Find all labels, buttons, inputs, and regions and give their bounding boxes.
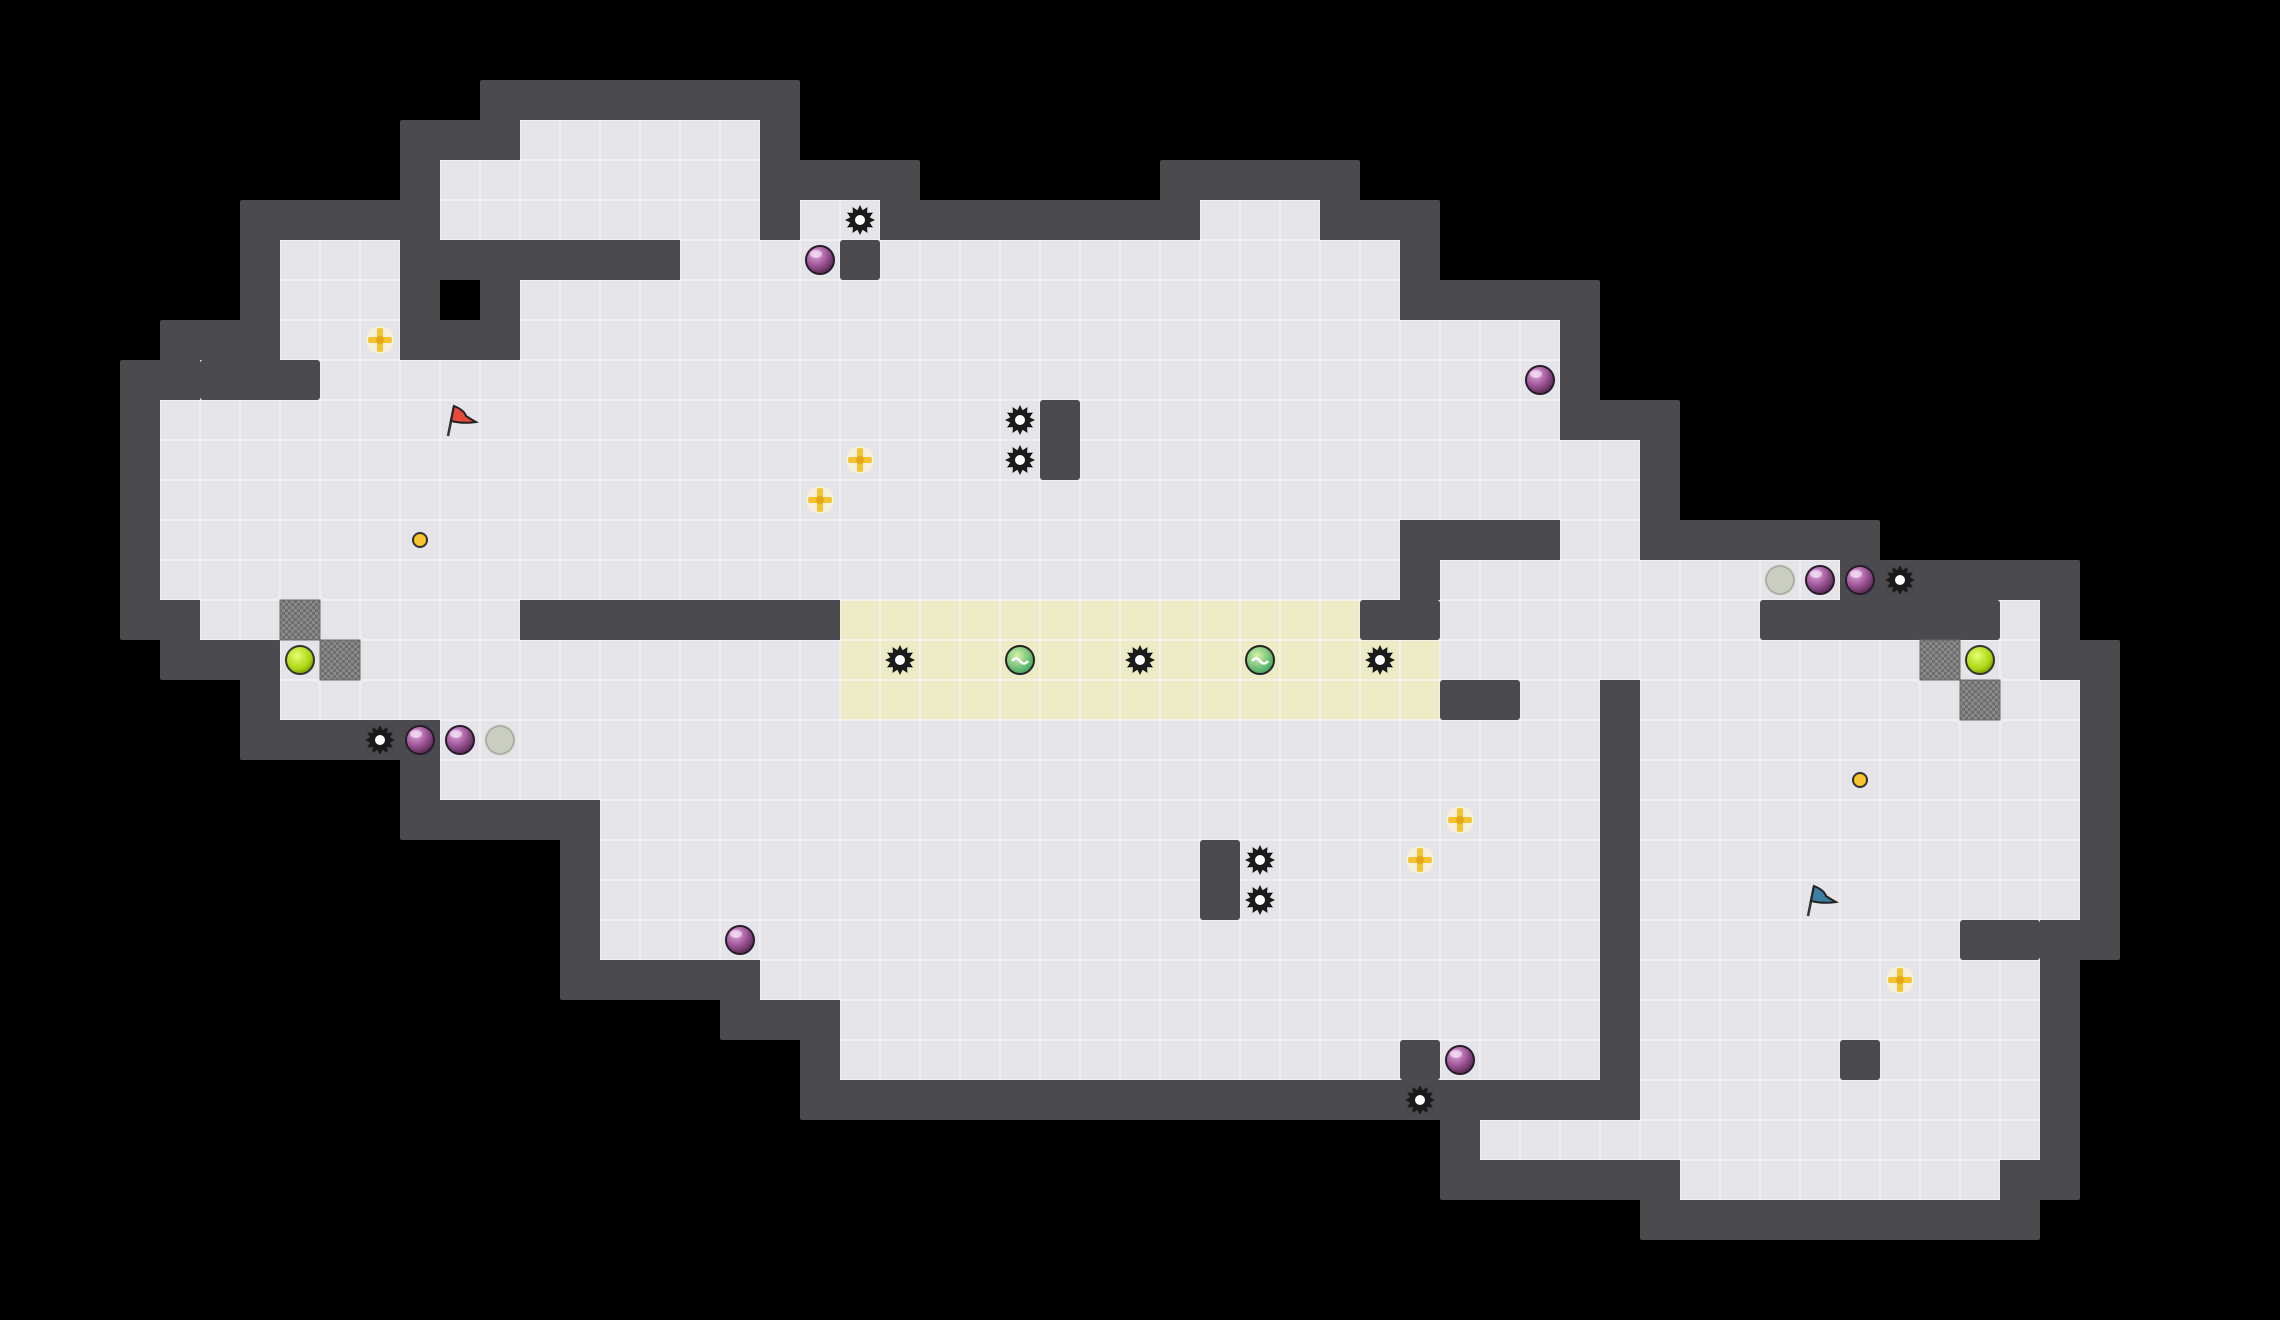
boost-icon [366, 326, 394, 354]
floor-tile-area [1480, 1120, 1760, 1160]
spike-icon [885, 645, 915, 675]
gate-tile [319, 639, 361, 681]
powerup-icon [405, 725, 435, 755]
inactive-portal-icon [485, 725, 515, 755]
boost-icon [846, 446, 874, 474]
floor-tile-area [1880, 1080, 2000, 1120]
powerup-icon [445, 725, 475, 755]
spike-icon [1245, 845, 1275, 875]
floor-tile-area [1200, 200, 1320, 240]
red-flag-icon [446, 404, 480, 437]
wall-block [1040, 400, 1080, 480]
wall-block [1360, 600, 1440, 640]
items-layer [279, 205, 2001, 1115]
boost-icon [1406, 846, 1434, 874]
powerup-icon [1845, 565, 1875, 595]
bomb-icon [1852, 772, 1868, 788]
portal-icon [1965, 645, 1995, 675]
floor-tile-area [1880, 880, 2080, 920]
spike-icon [845, 205, 875, 235]
boost-icon [806, 486, 834, 514]
wall-block [1960, 920, 2040, 960]
wall-block [760, 600, 840, 640]
floor-tile-area [920, 1040, 1360, 1080]
powerup-icon [1445, 1045, 1475, 1075]
portal-icon [285, 645, 315, 675]
spike-icon [1005, 405, 1035, 435]
spike-icon [1245, 885, 1275, 915]
wall-block [1760, 600, 2000, 640]
spike-icon [1365, 645, 1395, 675]
wall-block [200, 360, 320, 400]
team-boost-icon [1245, 645, 1275, 675]
spike-icon [365, 725, 395, 755]
wall-blocks-layer [200, 240, 2040, 1080]
wall-block [400, 240, 440, 280]
inactive-portal-icon [1765, 565, 1795, 595]
powerup-icon [805, 245, 835, 275]
boost-icon [1446, 806, 1474, 834]
bomb-icon [412, 532, 428, 548]
powerup-icon [1805, 565, 1835, 595]
blue-flag-icon [1806, 884, 1840, 917]
wall-block [1840, 1040, 1880, 1080]
team-boost-icon [1005, 645, 1035, 675]
wall-block [1440, 680, 1520, 720]
gate-tile [1919, 639, 1961, 681]
spike-icon [1885, 565, 1915, 595]
spike-icon [1125, 645, 1155, 675]
gate-tile [1959, 679, 2001, 721]
spike-icon [1005, 445, 1035, 475]
spike-icon [1405, 1085, 1435, 1115]
gate-tile [279, 599, 321, 641]
wall-block [1400, 1040, 1440, 1080]
powerup-icon [725, 925, 755, 955]
wall-block [1200, 840, 1240, 920]
wall-block [840, 240, 880, 280]
powerup-icon [1525, 365, 1555, 395]
boost-icon [1886, 966, 1914, 994]
